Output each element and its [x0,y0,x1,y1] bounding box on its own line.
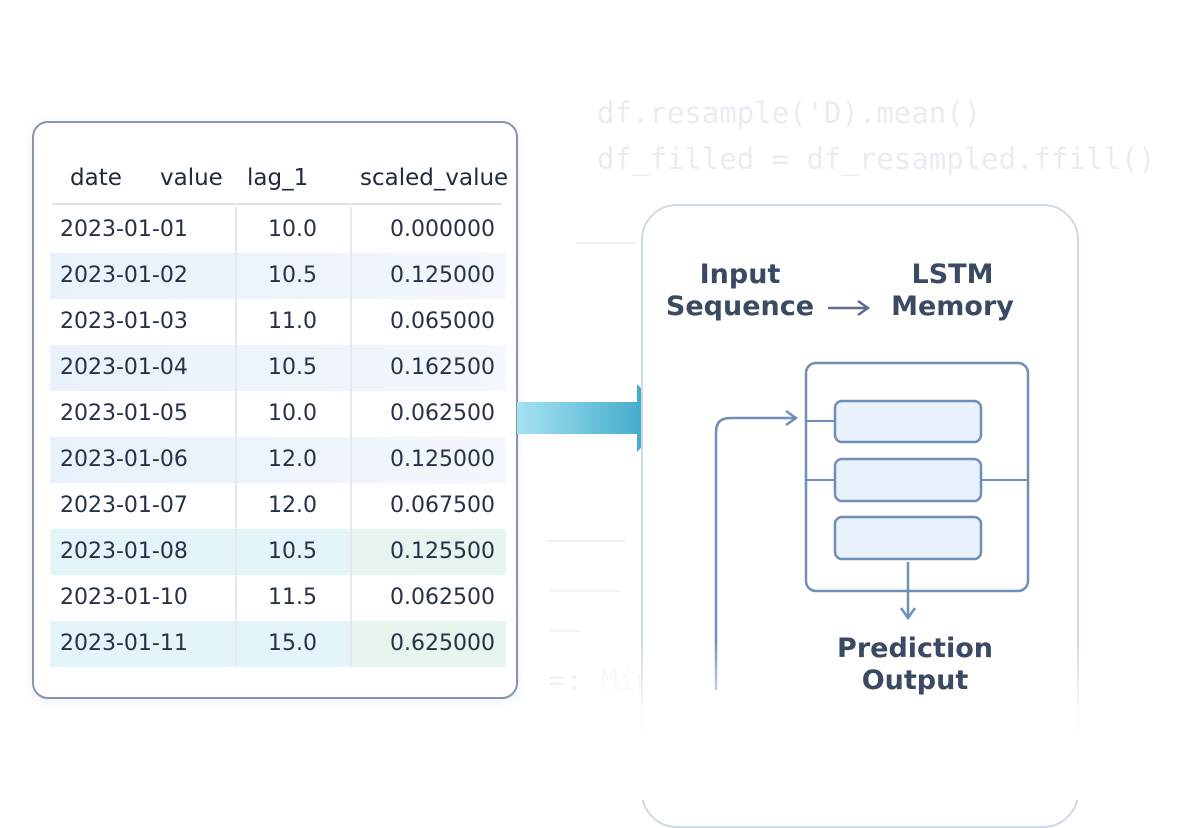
table-row: 2023-01-02 10.5 0.125000 [50,253,506,299]
lstm-label-line: LSTM [911,259,994,290]
table-row: 2023-01-10 11.5 0.062500 [50,575,506,621]
column-divider [350,345,352,391]
cell-scaled-value: 0.625000 [390,631,495,656]
cell-date: 2023-01-07 [60,493,188,518]
feedback-loop-arrow-icon [714,409,799,690]
cell-lag-1: 10.0 [268,217,317,242]
cell-scaled-value: 0.125000 [390,263,495,288]
table-row: 2023-01-01 10.0 0.000000 [50,207,506,253]
cell-scaled-value: 0.062500 [390,585,495,610]
cell-scaled-value: 0.067500 [390,493,495,518]
cell-lag-1: 10.5 [268,263,317,288]
column-divider [235,253,237,299]
cell-lag-1: 10.0 [268,401,317,426]
cell-lag-1: 10.5 [268,539,317,564]
column-divider [350,483,352,529]
cell-date: 2023-01-06 [60,447,188,472]
input-to-lstm-arrow-icon [828,299,871,317]
lstm-cell [833,457,983,503]
lstm-cell [833,515,983,561]
cell-lag-1: 11.0 [268,309,317,334]
cell-scaled-value: 0.065000 [390,309,495,334]
prediction-output-label: Prediction Output [820,633,1010,697]
table-row: 2023-01-05 10.0 0.062500 [50,391,506,437]
lstm-cell [833,399,983,444]
cell-date: 2023-01-01 [60,217,188,242]
cell-date: 2023-01-04 [60,355,188,380]
cell-scaled-value: 0.000000 [390,217,495,242]
code-dash [546,540,626,542]
column-divider [235,391,237,437]
column-divider [235,621,237,667]
cell-lag-1: 12.0 [268,447,317,472]
table-header: date value lag_1 scaled_value [34,123,516,203]
cell-date: 2023-01-08 [60,539,188,564]
table-row: 2023-01-07 12.0 0.067500 [50,483,506,529]
column-divider [350,575,352,621]
cell-scaled-value: 0.162500 [390,355,495,380]
cell-scaled-value: 0.062500 [390,401,495,426]
output-arrow-icon [899,562,917,621]
code-line-resample: df.resample('D).mean() [597,96,982,130]
code-dash [550,630,580,632]
cell-date: 2023-01-03 [60,309,188,334]
column-header-scaled-value: scaled_value [360,165,509,191]
column-header-lag-1: lag_1 [247,165,309,191]
flow-arrow-icon [517,384,670,452]
cell-date: 2023-01-11 [60,631,188,656]
cell-lag-1: 12.0 [268,493,317,518]
cell-lag-1: 15.0 [268,631,317,656]
table-row-highlighted: 2023-01-08 10.5 0.125500 [50,529,506,575]
column-divider [235,437,237,483]
lstm-memory-label: LSTM Memory [880,259,1025,323]
cell-highlight [352,529,504,575]
cell-lag-1: 11.5 [268,585,317,610]
column-divider [235,575,237,621]
column-divider [235,207,237,253]
cell-scaled-value: 0.125500 [390,539,495,564]
column-divider [235,529,237,575]
table-body: 2023-01-01 10.0 0.000000 2023-01-02 10.5… [50,207,506,667]
column-header-date: date [70,165,122,191]
cell-highlight [352,621,504,667]
table-row: 2023-01-04 10.5 0.162500 [50,345,506,391]
column-divider [235,345,237,391]
input-sequence-label: Input Sequence [660,259,820,323]
column-divider [350,299,352,345]
column-divider [350,437,352,483]
header-divider [52,203,502,205]
table-row: 2023-01-06 12.0 0.125000 [50,437,506,483]
code-dash [576,242,636,244]
cell-date: 2023-01-10 [60,585,188,610]
table-row: 2023-01-03 11.0 0.065000 [50,299,506,345]
table-row-highlighted: 2023-01-11 15.0 0.625000 [50,621,506,667]
panel-fade [600,640,1120,800]
cell-date: 2023-01-02 [60,263,188,288]
output-label-line: Prediction [837,633,993,664]
input-label-line: Input [699,259,781,290]
data-table-card: date value lag_1 scaled_value 2023-01-01… [32,121,518,699]
cell-scaled-value: 0.125000 [390,447,495,472]
cell-date: 2023-01-05 [60,401,188,426]
column-divider [350,207,352,253]
column-divider [235,483,237,529]
column-divider [350,391,352,437]
column-divider [235,299,237,345]
code-dash [550,590,620,592]
code-line-ffill: df_filled = df_resampled.ffill() [597,142,1156,176]
column-divider [350,253,352,299]
lstm-label-line: Memory [891,291,1014,322]
cell-lag-1: 10.5 [268,355,317,380]
column-divider [350,621,352,667]
column-header-value: value [160,165,223,191]
input-label-line: Sequence [665,291,815,322]
lstm-diagram [714,299,1030,690]
column-divider [350,529,352,575]
output-label-line: Output [861,665,969,696]
